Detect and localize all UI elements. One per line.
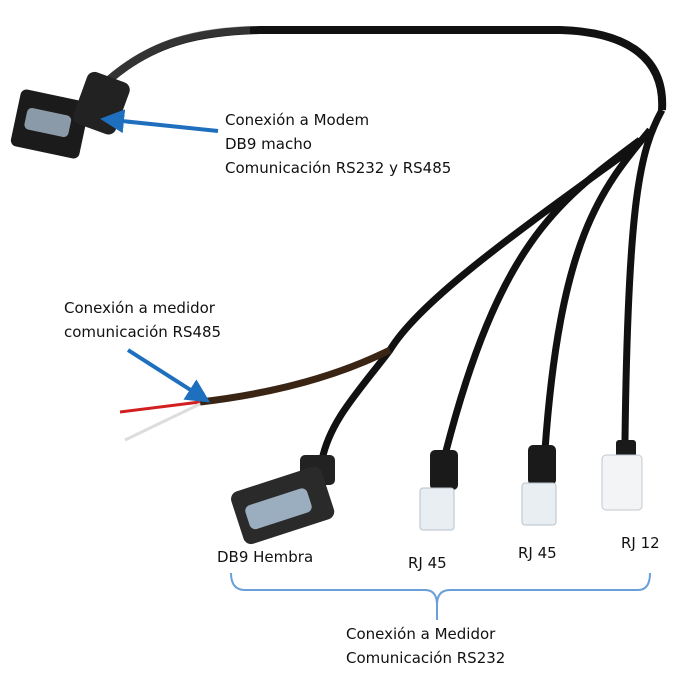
arrow-modem <box>100 109 219 134</box>
rs485-callout-line1: Conexión a medidor <box>64 299 215 317</box>
meter-callout-line1: Conexión a Medidor <box>346 625 496 643</box>
modem-callout-line2: DB9 macho <box>225 135 312 153</box>
db9-female-connector <box>231 455 335 545</box>
label-rj45-left: RJ 45 <box>408 554 447 572</box>
bracket <box>230 572 651 620</box>
meter-callout-line2: Comunicación RS232 <box>346 649 506 667</box>
db9-male-connector <box>10 71 130 159</box>
cable-db9-female <box>318 147 633 461</box>
rj45-left-connector <box>419 450 458 531</box>
label-rj45-right: RJ 45 <box>518 544 557 562</box>
arrow-rs485 <box>126 348 211 403</box>
rs485-callout: Conexión a medidor comunicación RS485 <box>64 296 221 344</box>
label-rj12: RJ 12 <box>621 534 660 552</box>
modem-callout-line3: Comunicación RS232 y RS485 <box>225 159 452 177</box>
cable-rj45-right <box>541 127 653 451</box>
modem-callout: Conexión a Modem DB9 macho Comunicación … <box>225 108 451 180</box>
label-db9-hembra: DB9 Hembra <box>217 548 314 566</box>
meter-callout: Conexión a Medidor Comunicación RS232 <box>346 622 505 670</box>
rj12-connector <box>601 440 643 511</box>
cable-rj12 <box>621 108 666 441</box>
rj45-right-connector <box>521 445 557 526</box>
wire-red <box>119 400 201 414</box>
wire-white <box>124 402 201 442</box>
rs485-callout-line2: comunicación RS485 <box>64 323 222 341</box>
cable-rs485-jacket <box>199 346 392 406</box>
modem-callout-line1: Conexión a Modem <box>225 111 370 129</box>
